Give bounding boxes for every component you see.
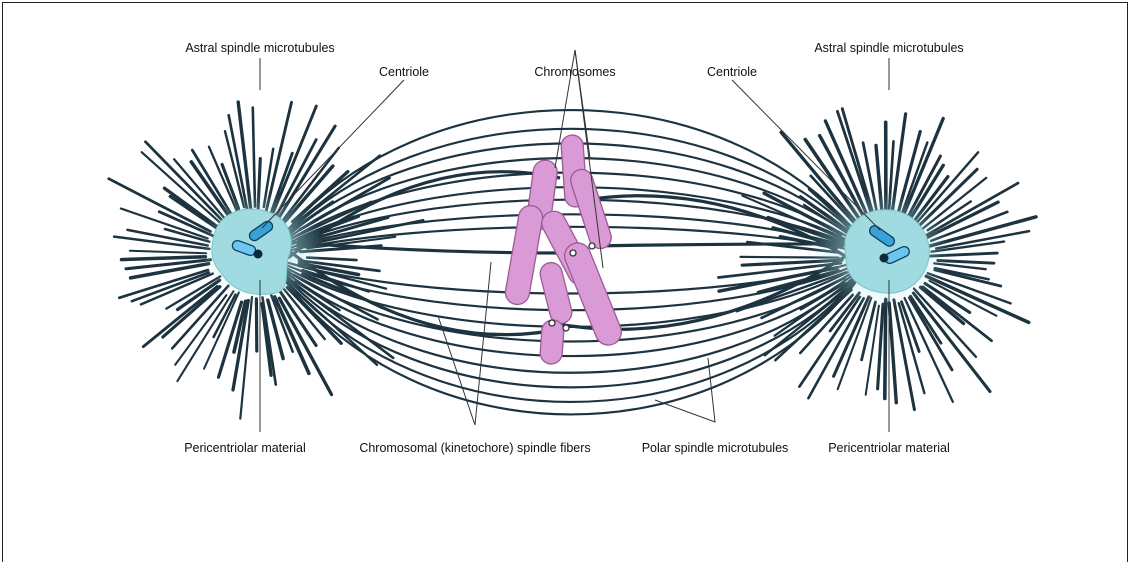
label-astral-right: Astral spindle microtubules bbox=[814, 41, 963, 55]
astral-microtubule bbox=[122, 257, 206, 260]
label-kinetochore-fibers: Chromosomal (kinetochore) spindle fibers bbox=[359, 441, 590, 455]
label-centriole-left: Centriole bbox=[379, 65, 429, 79]
label-pericentriolar-left: Pericentriolar material bbox=[184, 441, 306, 455]
label-chromosomes: Chromosomes bbox=[534, 65, 615, 79]
astral-microtubule bbox=[878, 304, 883, 389]
kinetochore bbox=[570, 250, 576, 256]
chromosomes bbox=[503, 134, 625, 364]
centrosome-left bbox=[200, 193, 324, 303]
kinetochore bbox=[563, 325, 569, 331]
astral-microtubule bbox=[889, 303, 896, 403]
astral-microtubule bbox=[885, 299, 886, 398]
chromosome-arm bbox=[503, 204, 544, 307]
kinetochore bbox=[589, 243, 595, 249]
label-pericentriolar-right: Pericentriolar material bbox=[828, 441, 950, 455]
pericentriolar-material-right bbox=[845, 210, 929, 293]
astral-microtubule bbox=[130, 251, 206, 254]
centrosome-right bbox=[810, 192, 950, 308]
astral-microtubule bbox=[926, 276, 1028, 322]
label-centriole-right: Centriole bbox=[707, 65, 757, 79]
astral-microtubule bbox=[109, 179, 211, 232]
astral-microtubule bbox=[279, 298, 331, 394]
kinetochore bbox=[549, 320, 555, 326]
label-polar-microtubules: Polar spindle microtubules bbox=[642, 441, 789, 455]
astral-microtubule bbox=[253, 108, 255, 207]
label-astral-left: Astral spindle microtubules bbox=[185, 41, 334, 55]
